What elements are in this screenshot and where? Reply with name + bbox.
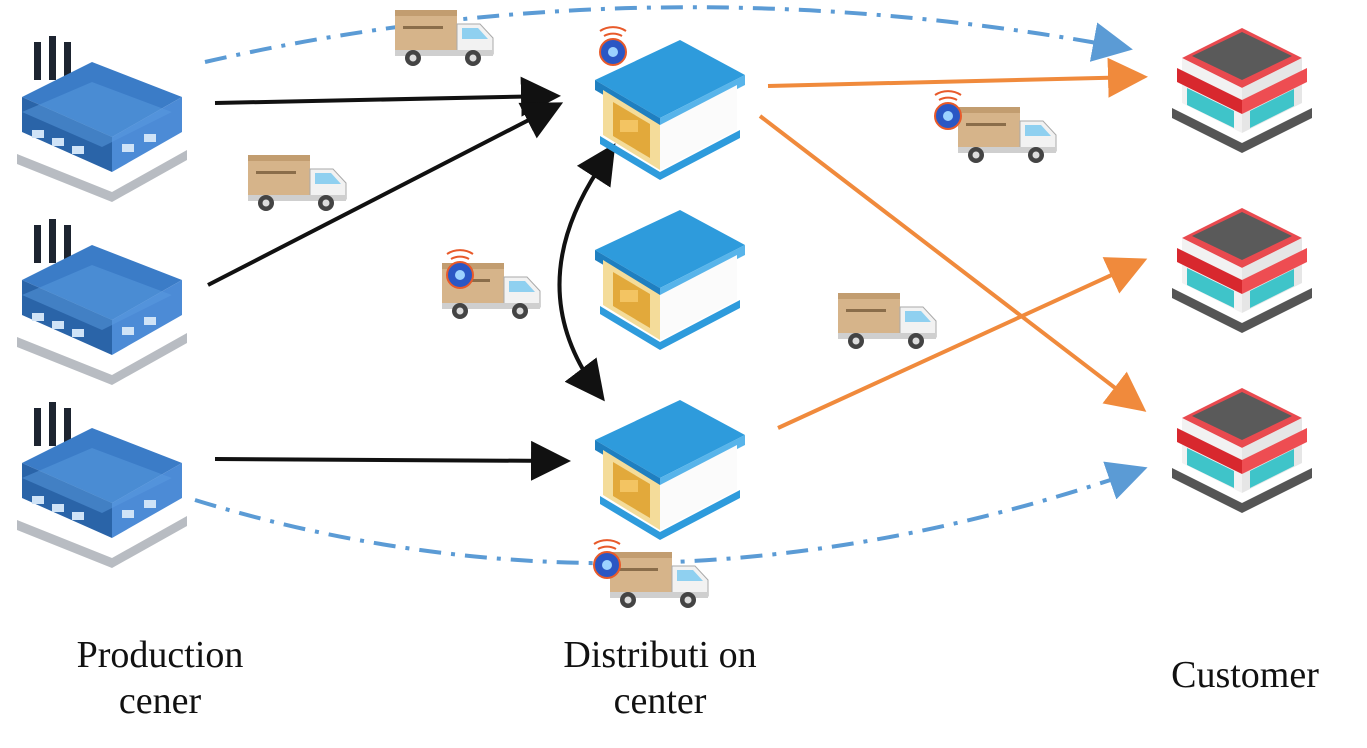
gps-beacon-icon [934,90,962,130]
factory-icon [17,402,187,568]
production-label-line2: cener [118,680,202,722]
production-center-label: Production cener [40,632,280,724]
warehouse-icon [595,210,745,350]
distribution-label-line1: Distributi on [563,634,757,676]
store-icon [1172,28,1312,153]
delivery-truck-icon [837,292,937,350]
direct-route-top [204,5,1133,64]
customer-label-line1: Customer [1171,654,1319,696]
gps-beacon-icon [446,249,474,289]
arrow-dc1-customer1 [767,57,1148,98]
customer-label: Customer [1140,652,1350,698]
arrow-dc1-dc3-transfer [557,143,616,402]
distribution-center-label: Distributi on center [530,632,790,724]
arrow-dc3-customer2 [777,257,1148,430]
arrow-dc1-customer3 [758,114,1147,412]
store-icon [1172,388,1312,513]
factory-icon [17,219,187,385]
arrow-factory1-dc1 [214,76,561,117]
arrow-factory2-dc1 [207,102,564,287]
production-label-line1: Production [76,634,244,676]
factory-icon [17,36,187,202]
delivery-truck-icon [247,154,347,212]
distribution-label-line2: center [613,680,707,722]
store-icon [1172,208,1312,333]
delivery-truck-icon [609,551,709,609]
gps-beacon-icon [599,26,627,67]
warehouse-icon [595,400,745,540]
arrow-factory3-dc3 [214,440,571,481]
delivery-truck-icon [957,106,1057,164]
gps-beacon-icon [593,539,621,579]
